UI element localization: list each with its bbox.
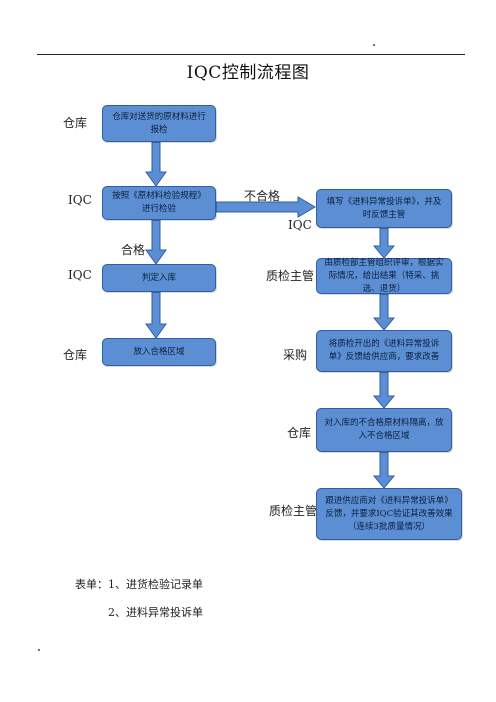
role-label-warehouse-right: 仓库 (287, 426, 312, 440)
form-item-1: 1、进货检验记录单 (108, 578, 203, 591)
flow-box-supervisor-review: 由质检部主管组织评审，根据实际情况，给出结果（特采、挑选、退货） (316, 258, 452, 294)
role-label-warehouse-2: 仓库 (63, 348, 88, 362)
flow-box-fill-complaint: 填写《进料异常投诉单》，并及时反馈主管 (316, 189, 452, 228)
flow-box-follow-up-supplier: 跟进供应商对《进料异常投诉单》反馈，并要求IQC验证其改善效果（连续3批质量情况… (316, 488, 462, 540)
flow-box-report-inspection: 仓库对送货的原材料进行报检 (102, 105, 216, 142)
edge-label-fail: 不合格 (244, 189, 281, 203)
flow-box-inspect-by-procedure: 按照《原材料检验规程》进行检验 (102, 186, 216, 220)
form-item-2: 2、进料异常投诉单 (108, 606, 203, 619)
role-label-iqc-1: IQC (68, 193, 92, 207)
arrow-right-fail (215, 196, 316, 218)
role-label-iqc-right: IQC (288, 218, 312, 232)
header-rule (37, 54, 465, 55)
arrow-down-r2 (372, 293, 396, 331)
page-dot-bottom (38, 649, 40, 651)
role-label-iqc-2: IQC (68, 268, 92, 282)
forms-line-1: 表单：1、进货检验记录单 (75, 576, 203, 592)
arrow-down-r3 (372, 371, 396, 409)
flow-box-feedback-supplier: 将质检开出的《进料异常投诉单》反馈给供应商，要求改善 (316, 330, 452, 372)
forms-prefix: 表单： (75, 578, 108, 591)
flow-box-judge-storage: 判定入库 (102, 264, 216, 292)
arrow-down-3 (145, 291, 167, 339)
arrow-down-r4 (372, 451, 396, 489)
arrow-down-1 (145, 141, 167, 187)
page-title: IQC控制流程图 (186, 63, 310, 83)
page-dot-top (373, 44, 375, 46)
edge-label-pass: 合格 (121, 243, 146, 257)
forms-line-2: 2、进料异常投诉单 (108, 604, 203, 620)
arrow-down-2 (145, 219, 167, 265)
role-label-warehouse-1: 仓库 (63, 116, 88, 130)
role-label-quality-supervisor-2: 质检主管 (269, 504, 318, 518)
arrow-down-r1 (372, 227, 396, 259)
flow-box-qualified-area: 放入合格区域 (102, 338, 216, 366)
flow-box-isolate-nonconforming: 对入库的不合格原材料隔离，放入不合格区域 (316, 408, 452, 452)
role-label-purchasing: 采购 (283, 348, 308, 362)
role-label-quality-supervisor-1: 质检主管 (266, 269, 315, 283)
